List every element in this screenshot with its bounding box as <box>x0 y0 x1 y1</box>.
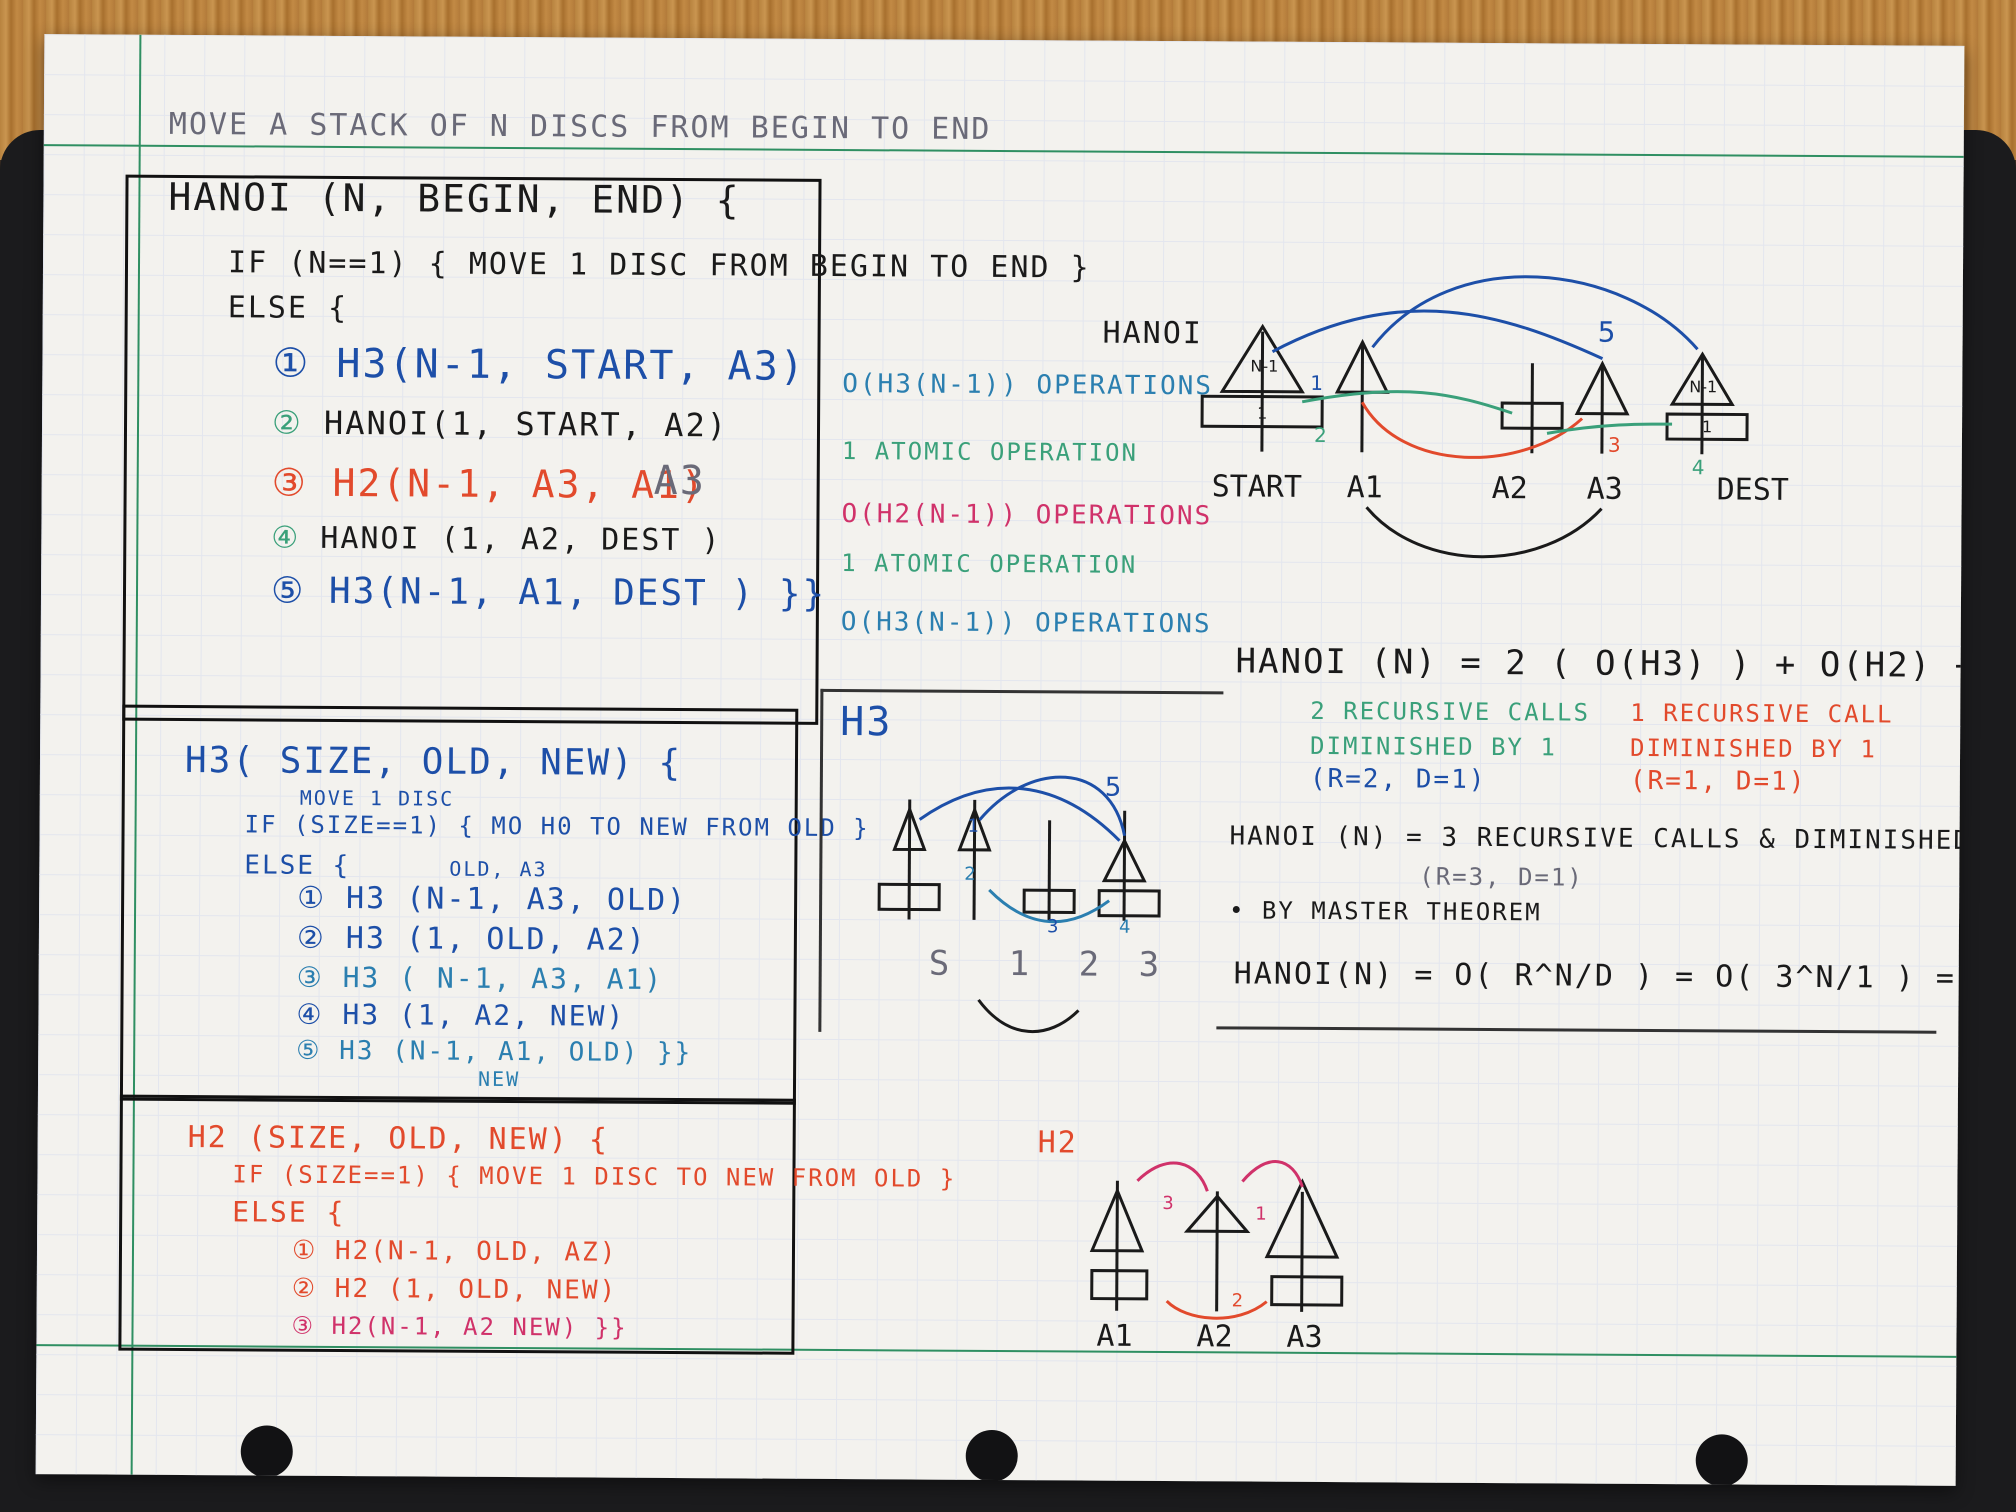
h3-step-3-text: H3 ( N-1, A3, A1) <box>342 960 664 996</box>
hanoi-step-3: ③ H2(N-1, A3, A1) <box>271 460 706 508</box>
h3-step-1-above: OLD, A3 <box>449 856 548 882</box>
hanoi-diagram-title: HANOI <box>1102 315 1204 352</box>
hanoi-step-mark: 5 <box>1598 316 1616 349</box>
h3-peg-label: S <box>929 944 950 984</box>
h3-step-mark: 2 <box>964 864 976 885</box>
h2-peg-label: A2 <box>1196 1319 1232 1354</box>
hanoi-step-2: ② HANOI(1, START, A2) <box>271 403 729 445</box>
hanoi-peg-label: START <box>1212 469 1303 505</box>
h3-step-mark: 4 <box>1119 917 1131 938</box>
h3-if-insert: MOVE 1 DISC <box>299 785 455 811</box>
binder-hole <box>965 1429 1018 1483</box>
binder-hole <box>1695 1434 1748 1486</box>
analysis-note-left-1: 2 RECURSIVE CALLS <box>1310 696 1591 727</box>
top-margin-line <box>43 144 1964 158</box>
h2-if-line: IF (SIZE==1) { MOVE 1 DISC TO NEW FROM O… <box>232 1160 957 1193</box>
hanoi-signature: HANOI (N, BEGIN, END) { <box>168 174 741 223</box>
notebook-paper: MOVE A STACK OF N DISCS FROM BEGIN TO EN… <box>35 34 1965 1486</box>
hanoi-step-mark: 3 <box>1608 433 1621 457</box>
hanoi-correction: A3 <box>653 457 707 505</box>
h2-step-2: ② H2 (1, OLD, NEW) <box>291 1273 618 1306</box>
h2-diagram: 3 1 2 A1 A2 A3 <box>1089 1160 1344 1355</box>
hanoi-step-mark: 2 <box>1314 423 1327 447</box>
h3-step-mark: 3 <box>1047 916 1059 937</box>
h3-peg-label: 3 <box>1139 945 1160 985</box>
hanoi-disc-label: N-1 <box>1689 377 1717 396</box>
h2-step-mark: 3 <box>1162 1193 1174 1214</box>
h3-step-4: ④ H3 (1, A2, NEW) <box>296 997 626 1033</box>
analysis-note-right-2: DIMINISHED BY 1 <box>1630 733 1877 764</box>
h3-step-4-text: H3 (1, A2, NEW) <box>342 997 626 1033</box>
analysis-eq3: HANOI(N) = O( R^N/D ) = O( 3^N/1 ) = O( … <box>1233 956 1965 997</box>
hanoi-diagram: N-1 1 N-1 1 1 2 3 4 5 START A1 A2 A3 DES… <box>1200 275 1789 559</box>
h2-step-3: ③ H2(N-1, A2 NEW) }} <box>291 1311 628 1342</box>
binder-hole <box>240 1425 293 1478</box>
cost-step-5: O(H3(N-1)) OPERATIONS <box>840 607 1212 640</box>
hanoi-step-1-text: H3(N-1, START, A3) <box>336 340 806 390</box>
h2-signature: H2 (SIZE, OLD, NEW) { <box>187 1120 610 1158</box>
hanoi-step-3-text: H2(N-1, A3, A1) <box>332 460 706 508</box>
h2-step-3-text: H2(N-1, A2 NEW) }} <box>331 1311 628 1342</box>
hanoi-step-5-text: H3(N-1, A1, DEST ) }} <box>328 570 827 615</box>
hanoi-peg-label: A2 <box>1492 471 1528 506</box>
h3-diagram: 1 2 3 4 5 S 1 2 3 <box>877 773 1161 1033</box>
h3-step-2: ② H3 (1, OLD, A2) <box>296 920 647 958</box>
h3-step-2-text: H3 (1, OLD, A2) <box>345 921 647 958</box>
h3-peg-label: 1 <box>1009 944 1030 984</box>
h2-step-1: ① H2(N-1, OLD, AZ) <box>291 1235 618 1268</box>
analysis-eq2-sub: (R=3, D=1) <box>1419 862 1584 892</box>
hanoi-step-5: ⑤ H3(N-1, A1, DEST ) }} <box>270 570 827 615</box>
page-heading: MOVE A STACK OF N DISCS FROM BEGIN TO EN… <box>168 106 992 147</box>
h2-peg-label: A1 <box>1096 1319 1132 1354</box>
hanoi-step-1: ① H3(N-1, START, A3) <box>272 340 806 390</box>
h3-peg-label: 2 <box>1079 944 1100 984</box>
h2-peg-label: A3 <box>1286 1320 1322 1355</box>
h3-else-line: ELSE { <box>244 850 351 882</box>
hanoi-step-mark: 1 <box>1310 371 1323 395</box>
h3-step-mark: 1 <box>968 816 980 837</box>
analysis-note-left-3: (R=2, D=1) <box>1309 763 1487 795</box>
analysis-eq1: HANOI (N) = 2 ( O(H3) ) + O(H2) + 2(OLD) <box>1235 641 1965 686</box>
cost-step-4: 1 ATOMIC OPERATION <box>841 549 1138 579</box>
cost-step-2: 1 ATOMIC OPERATION <box>841 437 1139 467</box>
h2-step-mark: 2 <box>1232 1290 1244 1311</box>
h2-step-2-text: H2 (1, OLD, NEW) <box>334 1273 618 1306</box>
h3-step-3: ③ H3 ( N-1, A3, A1) <box>296 960 664 996</box>
hanoi-step-2-text: HANOI(1, START, A2) <box>323 403 729 445</box>
h3-diagram-title: H3 <box>840 699 893 746</box>
h2-step-1-text: H2(N-1, OLD, AZ) <box>334 1235 618 1268</box>
h3-step-1: ① H3 (N-1, A3, OLD) <box>297 880 688 919</box>
hanoi-peg-label: A1 <box>1347 470 1383 505</box>
cost-step-1: O(H3(N-1)) OPERATIONS <box>842 369 1214 402</box>
hanoi-disc-label: N-1 <box>1250 357 1278 376</box>
h3-step-5-text: H3 (N-1, A1, OLD) }} <box>339 1035 693 1069</box>
analysis-note-left-2: DIMINISHED BY 1 <box>1310 731 1557 762</box>
analysis-note-right-3: (R=1, D=1) <box>1629 765 1807 797</box>
h3-step-mark: 5 <box>1105 773 1122 803</box>
hanoi-peg-label: A3 <box>1587 472 1623 507</box>
hanoi-step-4: ④ HANOI (1, A2, DEST ) <box>271 520 722 559</box>
analysis-bullet: • BY MASTER THEOREM <box>1229 896 1542 927</box>
analysis-note-right-1: 1 RECURSIVE CALL <box>1630 698 1894 729</box>
h3-step-1-text: H3 (N-1, A3, OLD) <box>346 881 688 919</box>
hanoi-if-line: IF (N==1) { MOVE 1 DISC FROM BEGIN TO EN… <box>227 245 1091 286</box>
h2-step-mark: 1 <box>1255 1204 1267 1225</box>
analysis-underline <box>1216 1026 1937 1034</box>
h3-step-5-below: NEW <box>477 1066 521 1092</box>
h3-signature: H3( SIZE, OLD, NEW) { <box>184 740 683 785</box>
hanoi-disc-label: 1 <box>1257 404 1267 423</box>
analysis-eq2: HANOI (N) = 3 RECURSIVE CALLS & DIMINISH… <box>1229 821 1965 856</box>
hanoi-step-mark: 4 <box>1692 455 1705 479</box>
hanoi-else-line: ELSE { <box>227 290 349 327</box>
h3-if-line: IF (SIZE==1) { MO H0 TO NEW FROM OLD } <box>244 810 870 843</box>
hanoi-peg-label: DEST <box>1717 472 1789 507</box>
hanoi-disc-label: 1 <box>1702 417 1712 436</box>
hanoi-step-4-text: HANOI (1, A2, DEST ) <box>320 520 722 559</box>
h3-step-5: ⑤ H3 (N-1, A1, OLD) }} <box>296 1035 693 1069</box>
h2-else-line: ELSE { <box>232 1195 346 1230</box>
cost-step-3: O(H2(N-1)) OPERATIONS <box>841 499 1213 532</box>
